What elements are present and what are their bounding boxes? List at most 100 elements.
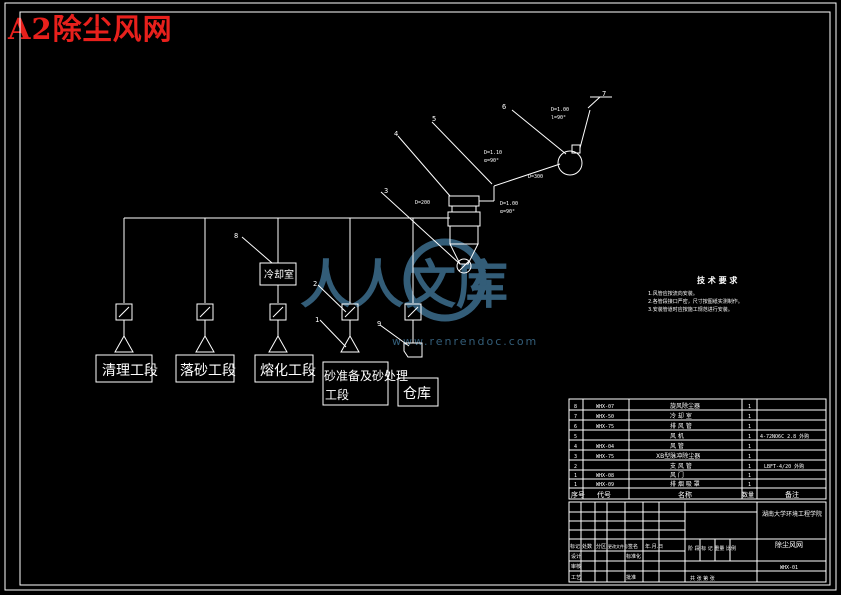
param-p3: D=300 [528, 174, 543, 180]
fan-outlet [571, 144, 581, 154]
tb-process: 工艺 [571, 575, 581, 581]
workshop-group: 清理工段 落砂工段 熔化工段 砂准备及砂处理 工段 仓库 [95, 354, 439, 407]
tb-standardize: 标准化 [626, 553, 641, 560]
param-p1b: l=90° [551, 115, 566, 121]
part-name: 排 风 管 [670, 422, 692, 430]
part-no: 8 [574, 404, 577, 410]
part-no: 2 [574, 464, 577, 470]
workshop-sand-label-2: 工段 [325, 387, 349, 402]
part-note: 4-72NO6C 2.8 外购 [760, 433, 809, 440]
callout-4: 4 [394, 130, 398, 138]
part-no: 7 [574, 414, 577, 420]
param-p2a: D=1.10 [484, 150, 502, 156]
parts-rows: 8 WHX-07 旋风除尘器 1 7 WHX-50 冷 却 室 1 6 WHX-… [571, 402, 809, 499]
cooling-room-label: 冷却室 [264, 268, 294, 281]
part-no: 4 [574, 444, 577, 450]
parts-header-no: 序号 [571, 490, 585, 499]
fan [557, 150, 583, 176]
watermark: 人人文库 www.renrendoc.com [300, 238, 538, 348]
part-name: 风 机 [670, 432, 684, 440]
param-p2b: α=90° [484, 158, 499, 164]
part-name: 旋风除尘器 [670, 402, 700, 410]
workshop-sand [322, 361, 389, 406]
outer-frame [4, 2, 837, 591]
part-name: 风 门 [670, 471, 684, 479]
hood-1 [114, 334, 134, 353]
part-qty: 1 [748, 444, 751, 450]
part-no: 3 [574, 454, 577, 460]
callout-7: 7 [602, 90, 606, 98]
part-qty: 1 [748, 473, 751, 479]
tb-drawing-number: WHX-01 [780, 565, 798, 571]
part-name: 风 管 [670, 442, 684, 450]
technical-requirements: 技 术 要 求 1.风管应按流向安装。 2.各管段接口严密，尺寸按图纸实测制作。… [648, 275, 743, 313]
part-code: WHX-75 [596, 424, 614, 430]
part-qty: 1 [748, 482, 751, 488]
callout-1: 1 [315, 316, 319, 324]
tech-line-3: 3.安装管道时应按施工规范进行安装。 [648, 306, 733, 313]
part-qty: 1 [748, 434, 751, 440]
workshop-warehouse [397, 377, 439, 407]
part-code: WHX-04 [596, 444, 614, 450]
part-code: WHX-08 [596, 473, 614, 479]
duct-parameters: D=1.00 l=90° D=1.10 α=90° D=300 D=200 D=… [415, 107, 569, 215]
part-qty: 1 [748, 424, 751, 430]
workshop-sand-label-1: 砂准备及砂处理 [324, 369, 408, 383]
tb-rev-mark: 标记 [570, 543, 580, 550]
workshop-warehouse-label: 仓库 [403, 386, 431, 402]
part-code: WHX-07 [596, 404, 614, 410]
hood-5 [403, 342, 423, 358]
param-p5a: D=1.00 [500, 201, 518, 207]
tb-rev-zone: 分区 [596, 543, 606, 550]
part-name: 冷 却 室 [670, 412, 692, 420]
tb-stage: 阶 段 标 记 重量 比例 [688, 545, 736, 552]
hood-3 [268, 334, 288, 353]
param-p5b: α=90° [500, 209, 515, 215]
parts-list [568, 398, 827, 500]
part-qty: 1 [748, 404, 751, 410]
tech-line-2: 2.各管段接口严密，尺寸按图纸实测制作。 [648, 298, 743, 305]
part-name: 支 风 管 [670, 462, 692, 470]
part-code: WHX-75 [596, 454, 614, 460]
part-no: 6 [574, 424, 577, 430]
drawing-title: A2除尘风网 [8, 12, 173, 46]
hood-2 [195, 334, 215, 353]
workshop-cleaning [95, 354, 153, 383]
workshop-melting-label: 熔化工段 [260, 363, 316, 379]
parts-header-name: 名称 [678, 490, 692, 499]
callout-9: 9 [377, 320, 381, 328]
callout-numbers: 1 2 3 4 5 6 7 8 9 [234, 90, 606, 328]
part-code: WHX-09 [596, 482, 614, 488]
hood-4 [340, 334, 360, 353]
workshop-cleaning-label: 清理工段 [102, 363, 158, 379]
part-name: XB型脉冲除尘器 [656, 452, 700, 460]
tb-school: 湖南大学环境工程学院 [762, 510, 822, 518]
workshop-molding [175, 354, 235, 383]
callout-8: 8 [234, 232, 238, 240]
callout-5: 5 [432, 115, 436, 123]
callout-2: 2 [313, 280, 317, 288]
tb-rev-date: 年.月.日 [645, 543, 663, 550]
part-no: 1 [574, 473, 577, 479]
part-qty: 1 [748, 464, 751, 470]
watermark-url: www.renrendoc.com [392, 335, 538, 348]
part-name: 排 烟 吸 罩 [670, 480, 700, 488]
part-note: LBFT-4/20 外购 [764, 463, 804, 470]
inner-frame [19, 11, 831, 586]
part-no: 5 [574, 434, 577, 440]
part-qty: 1 [748, 454, 751, 460]
callout-3: 3 [384, 187, 388, 195]
tb-check: 审核 [571, 563, 581, 570]
watermark-text: 人人文库 [300, 256, 508, 316]
tb-sheet: 共 张 第 张 [690, 575, 715, 582]
workshop-molding-label: 落砂工段 [180, 363, 236, 379]
cooling-room [259, 262, 297, 286]
tb-approve: 批准 [626, 574, 636, 581]
parts-header-qty: 数量 [742, 491, 754, 499]
hood-group [114, 320, 423, 358]
parts-header-note: 备注 [785, 490, 799, 499]
title-block: 湖南大学环境工程学院 除尘风网 WHX-01 阶 段 标 记 重量 比例 共 张… [568, 501, 827, 583]
tb-rev-doc: 更改文件号 [608, 543, 628, 549]
part-code: WHX-50 [596, 414, 614, 420]
